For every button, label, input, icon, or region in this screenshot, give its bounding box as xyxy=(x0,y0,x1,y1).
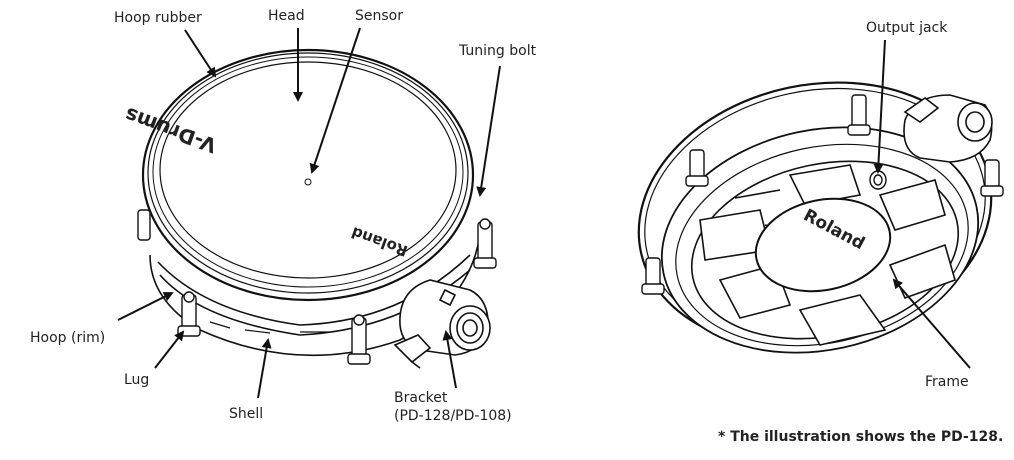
label-bracket-models: (PD-128/PD-108) xyxy=(394,408,512,424)
arrow-sensor xyxy=(309,27,361,174)
label-head: Head xyxy=(268,8,305,24)
arrow-bracket xyxy=(442,330,457,389)
label-hoop-rim: Hoop (rim) xyxy=(30,330,106,346)
arrow-hoop-rubber xyxy=(184,29,217,78)
sensor-dot xyxy=(304,178,312,186)
right-lug-3 xyxy=(980,159,1004,197)
arrow-hoop-rim xyxy=(117,292,174,321)
label-lug: Lug xyxy=(124,372,150,388)
lug-left xyxy=(177,291,201,337)
label-sensor: Sensor xyxy=(355,8,403,24)
label-bracket: Bracket xyxy=(394,390,448,406)
arrow-lug xyxy=(154,330,185,369)
label-hoop-rubber: Hoop rubber xyxy=(114,10,202,26)
bracket xyxy=(393,279,491,369)
right-lug-4 xyxy=(641,257,665,295)
label-arrows xyxy=(117,27,971,399)
label-output-jack: Output jack xyxy=(866,20,948,36)
label-shell: Shell xyxy=(229,406,264,422)
output-jack xyxy=(869,170,887,190)
arrow-shell xyxy=(257,338,272,399)
lug-front xyxy=(347,314,371,365)
label-tuning-bolt: Tuning bolt xyxy=(459,43,537,59)
right-lug-1 xyxy=(685,149,709,187)
arrow-tuning-bolt xyxy=(476,65,501,197)
lug-back-left xyxy=(137,209,151,241)
illustration-note: * The illustration shows the PD-128. xyxy=(718,429,1004,445)
lug-right xyxy=(473,218,497,269)
frame-center-plate xyxy=(754,197,892,293)
label-frame: Frame xyxy=(925,374,969,390)
right-pad-drawing xyxy=(637,81,1004,354)
left-pad-drawing xyxy=(137,48,497,369)
right-lug-2 xyxy=(847,94,871,136)
arrow-output-jack xyxy=(873,39,886,174)
head-surface xyxy=(159,61,457,279)
right-bracket xyxy=(903,94,993,163)
arrow-frame xyxy=(892,278,971,369)
